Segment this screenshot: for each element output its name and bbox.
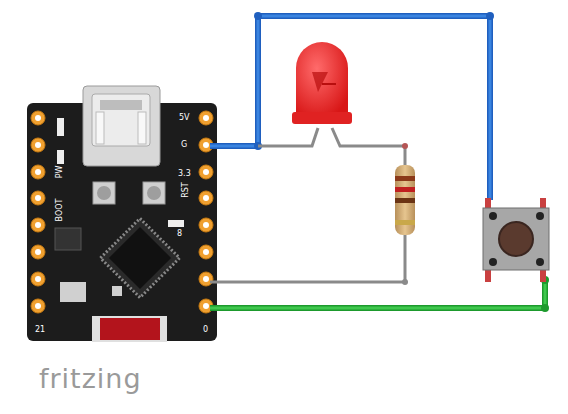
pin-pad: [199, 191, 213, 205]
pin-label: 5V: [179, 114, 190, 122]
pin-pad: [31, 165, 45, 179]
pin-pad: [199, 165, 213, 179]
pin-pad: [31, 299, 45, 313]
led-leg: [332, 128, 405, 165]
pin-pad: [31, 138, 45, 152]
wire: [210, 16, 490, 200]
pin-pad: [31, 245, 45, 259]
pin-label: G: [181, 141, 187, 149]
wire: [210, 235, 405, 282]
pin-pad: [199, 245, 213, 259]
pin-label: PW: [56, 166, 64, 179]
pin-pad: [199, 218, 213, 232]
pin-pad: [31, 111, 45, 125]
pin-label: 21: [35, 326, 45, 334]
pin-pad: [199, 111, 213, 125]
resistor-symbol: [395, 165, 415, 235]
pin-label: RST: [182, 182, 190, 198]
pin-label: 0: [203, 326, 208, 334]
pin-label: 8: [177, 230, 182, 238]
pin-label: BOOT: [56, 199, 64, 222]
pin-pad: [31, 218, 45, 232]
wire: [210, 280, 545, 308]
led-symbol: [292, 42, 352, 124]
microcontroller-board: [27, 86, 217, 342]
pin-label: 3.3: [178, 170, 191, 178]
push-button: [483, 198, 549, 282]
watermark: fritzing: [39, 365, 142, 392]
pin-pad: [31, 272, 45, 286]
pin-pad: [199, 272, 213, 286]
pin-pad: [31, 191, 45, 205]
led-leg: [258, 128, 318, 146]
